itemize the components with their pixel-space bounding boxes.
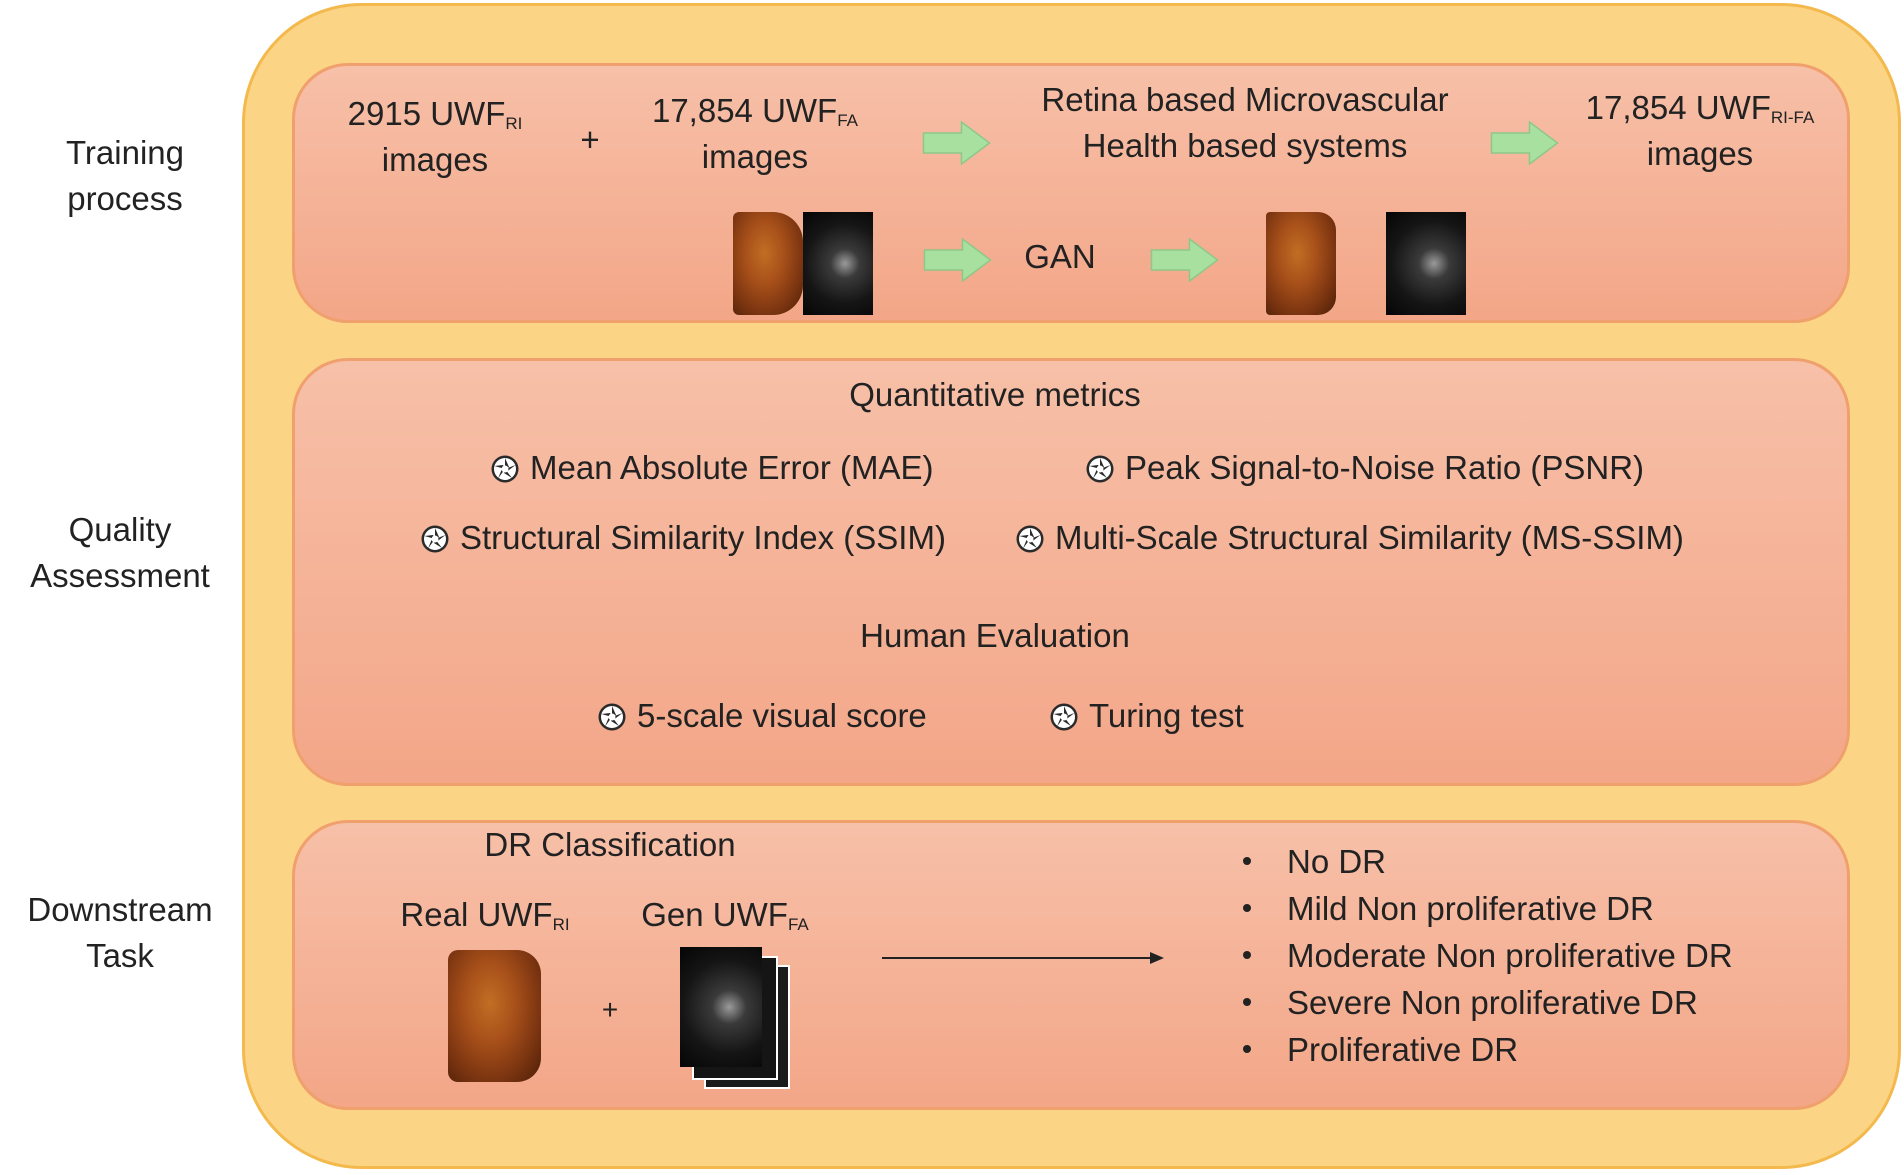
human-item-turing: Turing test	[1049, 694, 1244, 738]
generated-fa-image	[1386, 212, 1466, 315]
dr-classification-title: DR Classification	[484, 826, 736, 863]
metric-item-mae: Mean Absolute Error (MAE)	[490, 446, 933, 490]
real-uwf-text: Real UWF	[400, 896, 553, 933]
metric-label: Structural Similarity Index (SSIM)	[460, 519, 946, 556]
real-fundus-image	[448, 950, 541, 1082]
generated-fundus-image	[1266, 212, 1336, 315]
gen-uwf-text: Gen UWF	[641, 896, 788, 933]
quantitative-metrics-title: Quantitative metrics	[849, 376, 1141, 413]
training-plus: +	[580, 121, 600, 158]
generated-fa-stack	[680, 947, 790, 1089]
metric-item-ssim: Structural Similarity Index (SSIM)	[420, 516, 946, 560]
training-sub-fa: FA	[837, 111, 859, 130]
training-system-line2: Health based systems	[1082, 127, 1408, 164]
aperture-icon	[490, 454, 520, 484]
aperture-icon	[1049, 702, 1079, 732]
row-label-downstream-line1: Downstream	[27, 891, 213, 928]
row-label-quality-line1: Quality	[68, 511, 172, 548]
bullet-dot	[1243, 904, 1251, 912]
fa-stack-front	[680, 947, 762, 1067]
row-label-downstream: Downstream Task	[0, 887, 240, 979]
metric-label: Multi-Scale Structural Similarity (MS-SS…	[1055, 519, 1684, 556]
downstream-plus: +	[601, 994, 619, 1025]
gen-uwf-sub: FA	[787, 915, 809, 934]
downstream-panel	[292, 820, 1850, 1110]
training-output-rifa: 17,854 UWFRI-FA	[1570, 86, 1830, 140]
training-input-fa: 17,854 UWFFA	[640, 89, 870, 143]
row-label-training-line1: Training	[66, 134, 184, 171]
human-label: 5-scale visual score	[637, 697, 927, 734]
aperture-icon	[420, 524, 450, 554]
training-count-rifa: 17,854 UWF	[1585, 89, 1771, 126]
training-panel	[292, 63, 1850, 323]
arrow-right-icon	[1148, 237, 1221, 283]
human-label: Turing test	[1089, 697, 1244, 734]
metric-item-psnr: Peak Signal-to-Noise Ratio (PSNR)	[1085, 446, 1644, 490]
dr-class-item: Proliferative DR	[1287, 1031, 1519, 1068]
bullet-dot	[1243, 998, 1251, 1006]
training-count-fa: 17,854 UWF	[651, 92, 838, 129]
row-label-training-line2: process	[67, 180, 183, 217]
row-label-training: Training process	[40, 130, 210, 222]
bullet-dot	[1243, 1045, 1251, 1053]
gen-uwf-label: Gen UWFFA	[620, 893, 830, 947]
classification-arrow-icon	[882, 952, 1164, 964]
arrow-right-icon	[1488, 120, 1561, 166]
gan-label: GAN	[1024, 238, 1096, 275]
human-evaluation-title: Human Evaluation	[860, 617, 1130, 654]
fluorescein-angiogram-image	[803, 212, 873, 315]
dr-class-item: No DR	[1287, 843, 1387, 880]
training-images-fa: images	[701, 138, 809, 175]
dr-class-item: Severe Non proliferative DR	[1287, 984, 1698, 1021]
arrow-right-icon	[920, 120, 993, 166]
metric-label: Peak Signal-to-Noise Ratio (PSNR)	[1125, 449, 1645, 486]
real-uwf-label: Real UWFRI	[380, 893, 590, 947]
training-input-ri: 2915 UWFRI	[330, 92, 540, 146]
real-uwf-sub: RI	[552, 915, 570, 934]
dr-class-item: Mild Non proliferative DR	[1287, 890, 1654, 927]
arrow-right-icon	[921, 237, 994, 283]
fundus-image	[733, 212, 803, 315]
training-images-rifa: images	[1646, 135, 1754, 172]
human-item-visual-score: 5-scale visual score	[597, 694, 927, 738]
bullet-dot	[1243, 857, 1251, 865]
aperture-icon	[1015, 524, 1045, 554]
training-images-ri: images	[381, 141, 489, 178]
training-sub-ri: RI	[505, 114, 523, 133]
metric-label: Mean Absolute Error (MAE)	[530, 449, 934, 486]
training-sub-rifa: RI-FA	[1770, 108, 1815, 127]
training-count-ri: 2915 UWF	[347, 95, 506, 132]
row-label-quality-line2: Assessment	[30, 557, 210, 594]
row-label-quality: Quality Assessment	[20, 507, 220, 599]
metric-item-msssim: Multi-Scale Structural Similarity (MS-SS…	[1015, 516, 1684, 560]
bullet-dot	[1243, 951, 1251, 959]
training-system-line1: Retina based Microvascular	[1041, 81, 1449, 118]
row-label-downstream-line2: Task	[86, 937, 154, 974]
dr-class-item: Moderate Non proliferative DR	[1287, 937, 1733, 974]
aperture-icon	[1085, 454, 1115, 484]
aperture-icon	[597, 702, 627, 732]
